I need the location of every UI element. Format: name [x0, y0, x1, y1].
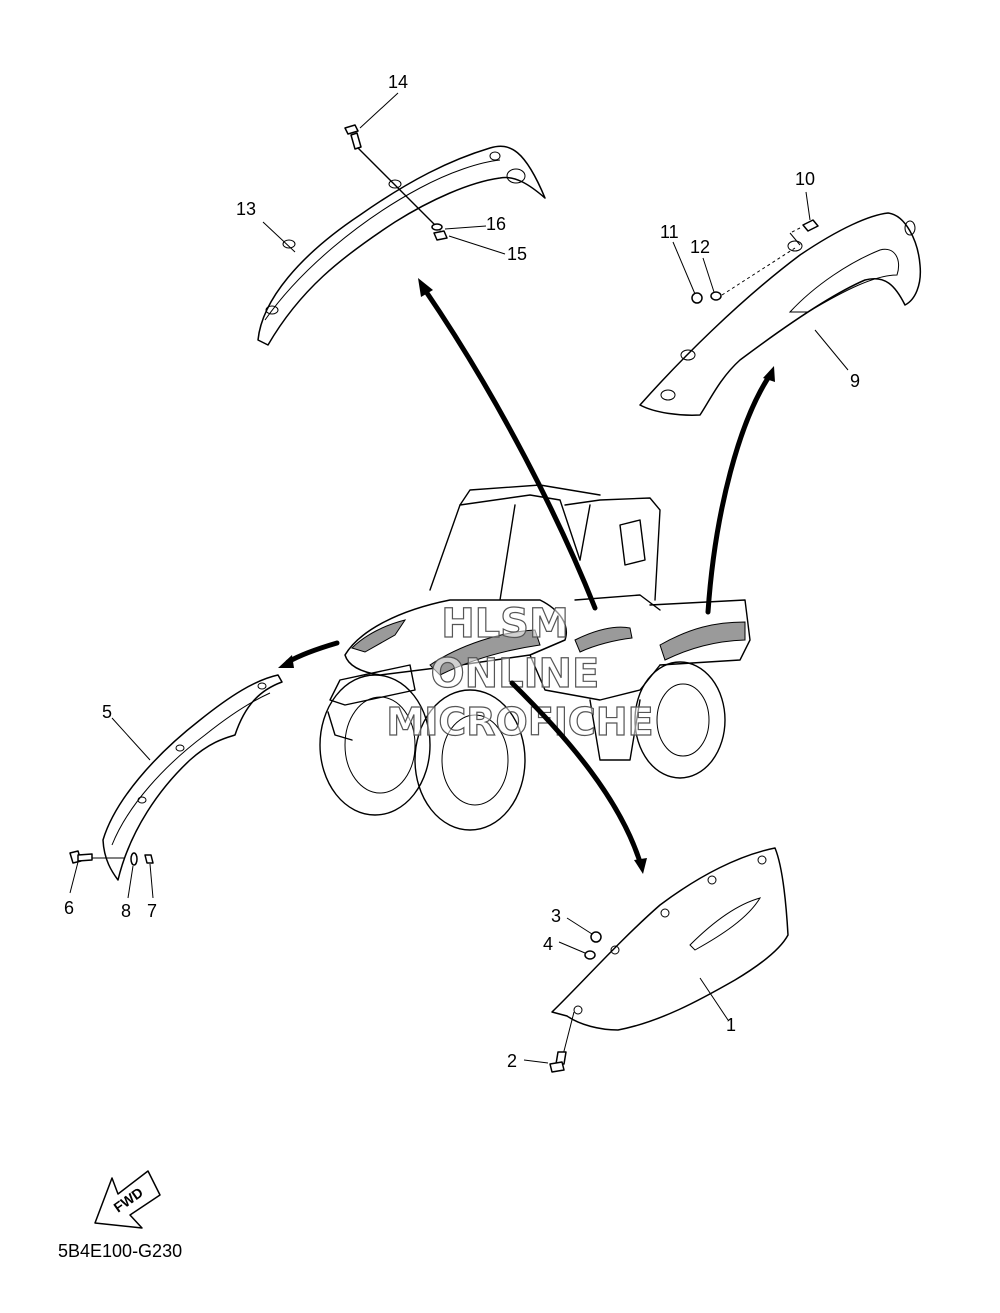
diagram-code: 5B4E100-G230 — [58, 1241, 182, 1261]
callout-1: 1 — [726, 1015, 736, 1035]
rear-wheel — [634, 661, 726, 779]
arrow-to-part-5 — [278, 640, 340, 668]
part-3-nut — [590, 931, 602, 943]
callout-15: 15 — [507, 244, 527, 264]
part-15-nut — [433, 230, 448, 241]
part-12-washer — [710, 247, 796, 301]
part-5-front-fender — [102, 674, 283, 881]
part-9-rear-fender — [639, 212, 922, 416]
part-2-screw — [549, 1011, 575, 1073]
callout-10: 10 — [795, 169, 815, 189]
vehicle-outline — [319, 484, 751, 831]
watermark-line-2: ONLINE — [431, 651, 600, 697]
part-10-screw — [789, 219, 819, 246]
callout-11: 11 — [660, 222, 679, 242]
part-13-top-panel — [257, 145, 546, 346]
callout-5: 5 — [102, 702, 112, 722]
part-1-rear-lower-fender — [551, 847, 789, 1031]
arrow-to-part-9 — [705, 366, 775, 615]
watermark-line-3: MICROFICHE — [386, 700, 653, 744]
front-wheel-right — [414, 689, 526, 831]
callout-3: 3 — [551, 906, 561, 926]
part-8-washer — [130, 852, 138, 866]
callout-8: 8 — [121, 901, 131, 921]
callout-2: 2 — [507, 1051, 517, 1071]
callout-6: 6 — [64, 898, 74, 918]
part-6-bolt — [69, 850, 125, 864]
watermark: HLSM ONLINE MICROFICHE — [386, 600, 654, 744]
leader-lines — [69, 92, 849, 1064]
callouts: 14 13 16 15 10 11 12 9 5 6 8 7 3 4 1 2 — [64, 72, 860, 1071]
arrow-to-part-1 — [509, 680, 647, 874]
part-16-washer — [431, 223, 443, 231]
fwd-arrow-indicator: FWD — [94, 1170, 161, 1229]
watermark-line-1: HLSM — [441, 601, 569, 647]
part-7-nut — [144, 854, 154, 864]
callout-4: 4 — [543, 934, 553, 954]
arrow-to-part-13 — [418, 278, 598, 611]
callout-13: 13 — [236, 199, 256, 219]
part-14-screw — [344, 124, 441, 231]
callout-16: 16 — [486, 214, 506, 234]
callout-14: 14 — [388, 72, 408, 92]
callout-7: 7 — [147, 901, 157, 921]
part-4-washer — [584, 950, 596, 960]
part-11-nut — [691, 292, 703, 304]
callout-9: 9 — [850, 371, 860, 391]
callout-12: 12 — [690, 237, 710, 257]
front-wheel — [319, 674, 431, 816]
